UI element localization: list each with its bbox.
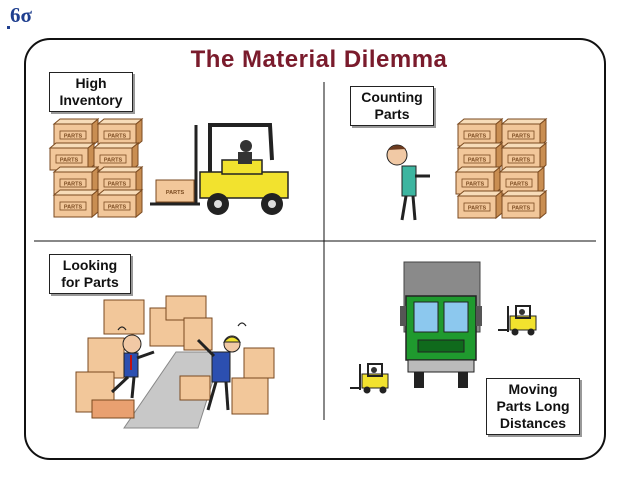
label-moving-parts: Moving Parts Long Distances [486,378,580,435]
label-line: Parts Long [496,398,570,414]
label-line: Parts [374,106,410,122]
label-line: for Parts [61,274,119,290]
small-forklift-icon-left [349,363,389,395]
label-line: High [75,75,107,91]
label-line: Looking [62,257,118,273]
svg-text:PARTS: PARTS [166,190,185,196]
label-looking-for-parts: Looking for Parts [49,254,131,294]
six-sigma-logo: 6σ [10,3,32,27]
worker-pointing-icon [386,144,430,221]
forklift-icon: PARTS [150,123,289,215]
counted-box-stack [455,118,547,219]
label-high-inventory: High Inventory [49,72,133,112]
label-line: Moving [508,381,558,397]
confused-workers-icon [75,295,275,429]
inventory-box-stack [49,118,143,218]
page-title: The Material Dilemma [190,46,448,73]
logo-dot [7,26,10,29]
label-line: Counting [361,89,423,105]
label-line: Distances [499,415,567,431]
small-forklift-icon [497,305,537,337]
label-line: Inventory [59,92,123,108]
truck-icon [400,261,482,388]
label-counting-parts: Counting Parts [350,86,434,126]
